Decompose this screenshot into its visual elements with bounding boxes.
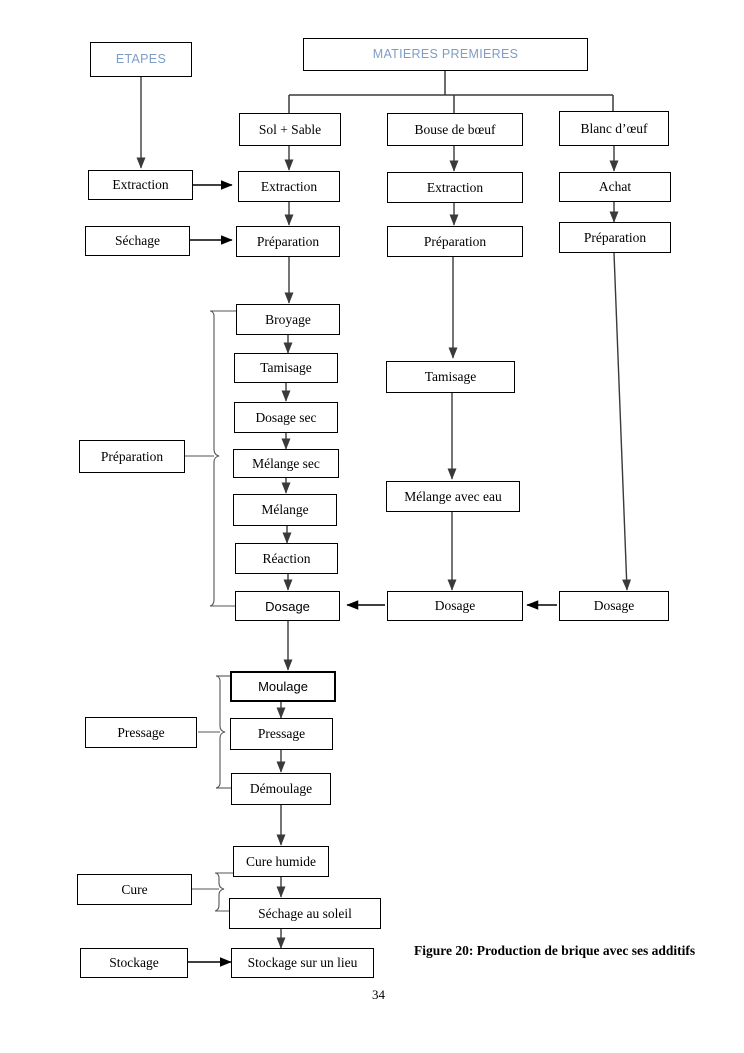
stage-preparation-label: Préparation bbox=[100, 448, 164, 464]
node-moulage-label: Moulage bbox=[258, 679, 308, 694]
node-sol-dosage-sec-label: Dosage sec bbox=[255, 409, 317, 425]
stage-label-extraction: Extraction bbox=[88, 170, 193, 200]
node-demoulage: Démoulage bbox=[231, 773, 331, 805]
node-cure-humide-label: Cure humide bbox=[245, 853, 317, 869]
header-etapes-label: ETAPES bbox=[115, 52, 167, 67]
node-sol-preparation: Préparation bbox=[236, 226, 340, 257]
node-bouse-preparation: Préparation bbox=[387, 226, 523, 257]
node-cure-humide: Cure humide bbox=[233, 846, 329, 877]
node-sol-sable: Sol + Sable bbox=[239, 113, 341, 146]
node-sol-reaction-label: Réaction bbox=[262, 550, 311, 566]
node-bouse-extraction-label: Extraction bbox=[426, 179, 484, 195]
node-sol-broyage-label: Broyage bbox=[265, 311, 311, 327]
node-sol-dosage-label: Dosage bbox=[265, 598, 310, 614]
node-sol-melange-sec-label: Mélange sec bbox=[252, 455, 320, 471]
node-bouse-de-boeuf: Bouse de bœuf bbox=[387, 113, 523, 146]
node-bouse-melange-avec-eau: Mélange avec eau bbox=[386, 481, 520, 512]
node-sol-preparation-label: Préparation bbox=[256, 233, 320, 249]
node-sol-tamisage: Tamisage bbox=[234, 353, 338, 383]
node-bouse-extraction: Extraction bbox=[387, 172, 523, 203]
node-blanc-achat-label: Achat bbox=[598, 179, 632, 195]
node-sol-tamisage-label: Tamisage bbox=[260, 360, 312, 376]
node-sol-reaction: Réaction bbox=[235, 543, 338, 574]
figure-caption: Figure 20: Production de brique avec ses… bbox=[414, 943, 696, 958]
page-number: 34 bbox=[372, 987, 385, 1002]
node-sol-melange: Mélange bbox=[233, 494, 337, 526]
node-sechage-soleil-label: Séchage au soleil bbox=[258, 905, 352, 921]
node-sol-dosage-sec: Dosage sec bbox=[234, 402, 338, 433]
node-stockage-sur-un-lieu: Stockage sur un lieu bbox=[231, 948, 374, 978]
node-sol-sable-label: Sol + Sable bbox=[258, 121, 322, 137]
node-blanc-achat: Achat bbox=[559, 172, 671, 202]
stage-label-preparation: Préparation bbox=[79, 440, 185, 473]
node-bouse-tamisage-label: Tamisage bbox=[424, 369, 477, 385]
node-blanc-dosage-label: Dosage bbox=[593, 598, 635, 614]
node-pressage: Pressage bbox=[230, 718, 333, 750]
node-sol-melange-sec: Mélange sec bbox=[233, 449, 339, 478]
node-blanc-preparation: Préparation bbox=[559, 222, 671, 253]
node-bouse-label: Bouse de bœuf bbox=[414, 121, 496, 137]
header-box-matieres-premieres: MATIERES PREMIERES bbox=[303, 38, 588, 71]
stage-label-pressage: Pressage bbox=[85, 717, 197, 748]
header-matieres-label: MATIERES PREMIERES bbox=[372, 47, 519, 62]
node-sol-dosage: Dosage bbox=[235, 591, 340, 621]
node-sol-broyage: Broyage bbox=[236, 304, 340, 335]
stage-label-cure: Cure bbox=[77, 874, 192, 905]
node-sechage-au-soleil: Séchage au soleil bbox=[229, 898, 381, 929]
node-bouse-dosage-label: Dosage bbox=[434, 598, 476, 614]
node-pressage-label: Pressage bbox=[257, 726, 306, 742]
stage-label-sechage: Séchage bbox=[85, 226, 190, 256]
stage-extraction-label: Extraction bbox=[112, 177, 169, 193]
node-demoulage-label: Démoulage bbox=[249, 781, 313, 797]
node-blanc-dosage: Dosage bbox=[559, 591, 669, 621]
node-blanc-label: Blanc d’œuf bbox=[580, 120, 648, 136]
node-sol-melange-label: Mélange bbox=[261, 502, 309, 518]
node-bouse-dosage: Dosage bbox=[387, 591, 523, 621]
node-bouse-tamisage: Tamisage bbox=[386, 361, 515, 393]
node-sol-extraction: Extraction bbox=[238, 171, 340, 202]
stage-cure-label: Cure bbox=[121, 881, 148, 897]
stage-label-stockage: Stockage bbox=[80, 948, 188, 978]
node-moulage: Moulage bbox=[230, 671, 336, 702]
stage-sechage-label: Séchage bbox=[115, 233, 160, 249]
node-blanc-d-oeuf: Blanc d’œuf bbox=[559, 111, 669, 146]
header-box-etapes: ETAPES bbox=[90, 42, 192, 77]
node-blanc-preparation-label: Préparation bbox=[583, 229, 647, 245]
stage-pressage-label: Pressage bbox=[117, 724, 165, 740]
node-bouse-melange-eau-label: Mélange avec eau bbox=[404, 488, 502, 504]
node-bouse-preparation-label: Préparation bbox=[423, 233, 487, 249]
stage-stockage-label: Stockage bbox=[109, 955, 159, 971]
node-sol-extraction-label: Extraction bbox=[260, 178, 318, 194]
node-stockage-lieu-label: Stockage sur un lieu bbox=[247, 955, 358, 971]
